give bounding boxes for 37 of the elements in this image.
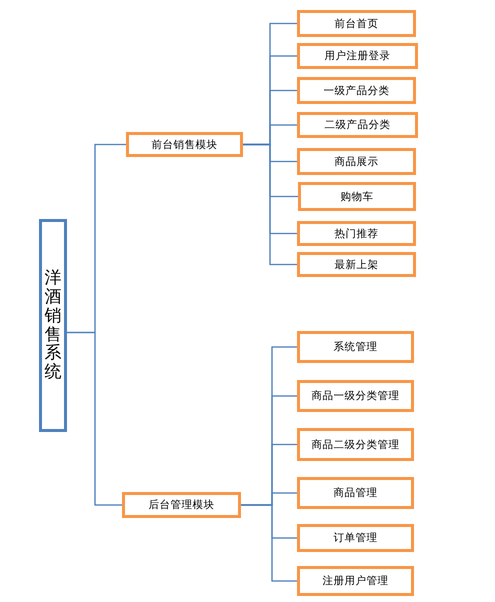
module-box [297,10,416,37]
module-label: 商品二级分类管理 [312,438,400,452]
module-box [297,77,416,104]
module-label: 商品展示 [334,154,378,168]
module-box [297,524,414,552]
module-label: 最新上架 [334,258,378,272]
module-label: 热门推荐 [334,226,378,240]
module-label: 前台销售模块 [152,138,218,152]
module-label: 订单管理 [334,531,378,545]
module-label: 购物车 [340,190,374,204]
module-label: 后台管理模块 [148,498,214,512]
module-box [297,380,414,412]
module-label: 系统管理 [334,340,378,354]
module-label: 注册用户管理 [322,574,388,588]
module-box [297,43,418,69]
module-label: 前台首页 [334,16,378,30]
module-box [298,182,416,211]
module-box [297,566,414,596]
title-box [39,219,67,432]
vertical-title: 洋酒销售系统 [44,269,62,382]
module-label: 商品一级分类管理 [312,389,400,403]
module-box [297,252,416,277]
module-box [126,132,243,157]
connector-line [243,144,297,266]
module-box [297,112,418,138]
connector-line [241,504,297,582]
module-box [297,477,414,509]
module-box [122,492,241,518]
module-label: 用户注册登录 [324,49,390,63]
connector-line [67,332,122,506]
module-label: 二级产品分类 [324,118,390,132]
module-label: 商品管理 [334,486,378,500]
module-label: 一级产品分类 [324,84,390,98]
module-box [297,148,416,175]
module-box [297,428,414,461]
module-box [297,221,416,246]
module-box [297,331,414,363]
